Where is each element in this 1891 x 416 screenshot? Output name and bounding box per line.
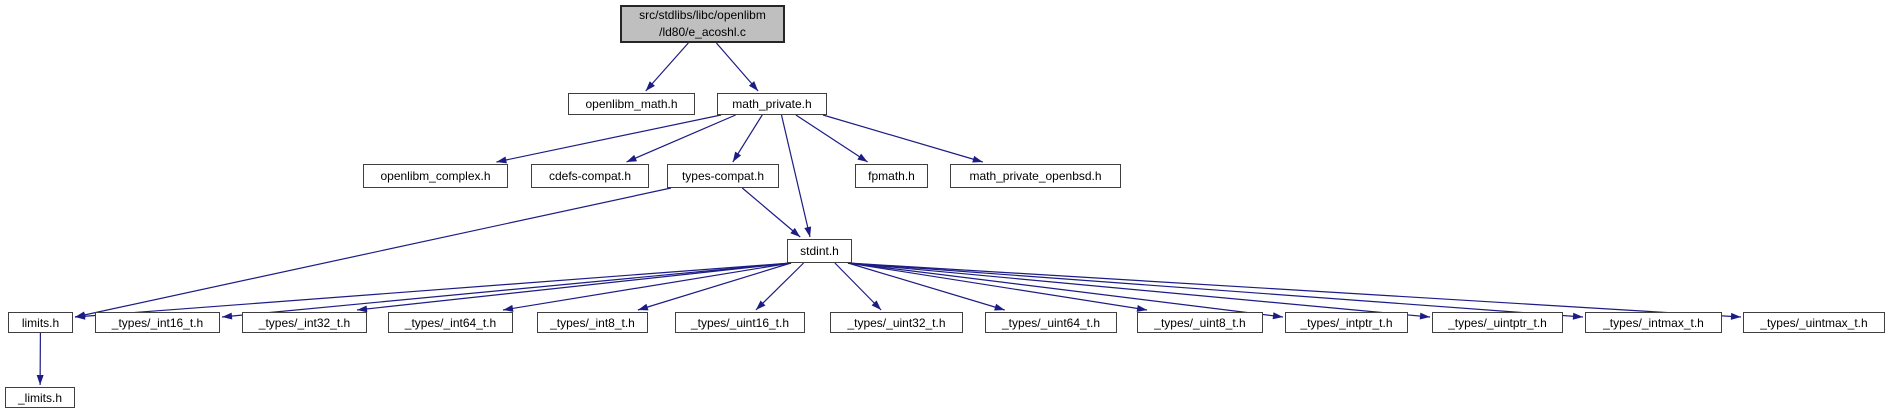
node-label: _types/_int64_t.h [404,315,497,330]
graph-node-uint64[interactable]: _types/_uint64_t.h [985,312,1117,333]
node-label: math_private_openbsd.h [969,169,1102,183]
graph-node-openlibm_math[interactable]: openlibm_math.h [568,93,695,115]
include-edge-math_private-to-stdint [780,114,812,238]
graph-node-uintmax[interactable]: _types/_uintmax_t.h [1743,312,1885,333]
graph-node-uintptr[interactable]: _types/_uintptr_t.h [1432,312,1563,333]
graph-node-uint16[interactable]: _types/_uint16_t.h [675,312,805,333]
graph-node-limits[interactable]: limits.h [8,312,73,333]
node-label: _types/_uint64_t.h [1001,315,1101,330]
node-label: _types/_int16_t.h [111,315,204,330]
node-label: _types/_int8_t.h [550,315,635,330]
include-edge-stdint-to-intptr [847,262,1284,320]
node-label: cdefs-compat.h [548,169,632,183]
graph-node-fpmath[interactable]: fpmath.h [855,164,928,188]
include-edge-stdint-to-uint16 [755,262,805,311]
include-edge-stdint-to-limits [74,262,792,320]
include-edge-math_private-to-types_compat [732,114,763,163]
include-edge-stdint-to-uintmax [847,262,1742,320]
node-label: types-compat.h [681,169,765,183]
include-edge-stdint-to-int8 [637,262,792,311]
node-label: math_private.h [732,97,812,111]
graph-node-int32[interactable]: _types/_int32_t.h [242,312,367,333]
graph-node-uint8[interactable]: _types/_uint8_t.h [1137,312,1263,333]
node-label: _types/_uintptr_t.h [1448,315,1547,330]
graph-node-intptr[interactable]: _types/_intptr_t.h [1285,312,1408,333]
graph-node-openlibm_complex[interactable]: openlibm_complex.h [363,164,508,188]
node-label: src/stdlibs/libc/openlibm [639,8,766,22]
node-label: openlibm_complex.h [380,169,491,183]
node-label: _types/_int32_t.h [258,315,351,330]
include-edge-stdint-to-uintptr [847,262,1431,320]
graph-node-int64[interactable]: _types/_int64_t.h [388,312,513,333]
node-label: _types/_uint8_t.h [1154,315,1246,330]
node-label: limits.h [21,315,60,330]
graph-node-math_private_openbsd[interactable]: math_private_openbsd.h [950,164,1121,188]
graph-node-int16[interactable]: _types/_int16_t.h [95,312,220,333]
include-edge-math_private-to-fpmath [795,114,868,163]
graph-node-cdefs_compat[interactable]: cdefs-compat.h [531,164,649,188]
include-edge-root-to-math_private [715,42,759,92]
graph-node-math_private[interactable]: math_private.h [717,93,827,115]
node-label: _types/_intptr_t.h [1300,315,1393,330]
graph-node-root[interactable]: src/stdlibs/libc/openlibm/ld80/e_acoshl.… [620,5,785,43]
node-label: _types/_uint32_t.h [847,315,946,330]
node-label: fpmath.h [868,169,915,183]
include-edge-stdint-to-intmax [847,262,1584,320]
graph-node-stdint[interactable]: stdint.h [787,239,852,263]
include-edge-math_private-to-cdefs_compat [626,114,736,163]
include-edge-math_private-to-openlibm_complex [496,114,722,164]
node-label: /ld80/e_acoshl.c [659,25,746,39]
node-label: openlibm_math.h [585,97,678,111]
include-edge-math_private-to-math_private_openbsd [822,114,983,163]
include-edge-stdint-to-int16 [221,262,792,320]
include-edge-stdint-to-uint32 [834,262,882,311]
node-label: _types/_intmax_t.h [1603,315,1704,330]
include-edge-stdint-to-int64 [502,262,792,312]
node-label: _limits.h [17,390,62,405]
graph-node-types_compat[interactable]: types-compat.h [667,164,779,188]
include-edge-stdint-to-int32 [356,262,792,313]
node-label: _types/_uintmax_t.h [1760,315,1868,330]
include-edge-types_compat-to-stdint [741,187,801,238]
graph-node-intmax[interactable]: _types/_intmax_t.h [1585,312,1722,333]
graph-node-int8[interactable]: _types/_int8_t.h [537,312,648,333]
graph-node-uint32[interactable]: _types/_uint32_t.h [830,312,963,333]
graph-node-limits_private[interactable]: _limits.h [5,387,75,408]
include-edge-types_compat-to-limits [74,187,672,319]
node-label: _types/_uint16_t.h [690,315,790,330]
include-edge-root-to-openlibm_math [645,42,689,92]
include-edge-stdint-to-uint8 [847,262,1148,312]
node-label: stdint.h [800,244,839,258]
include-edge-stdint-to-uint64 [847,262,1005,311]
